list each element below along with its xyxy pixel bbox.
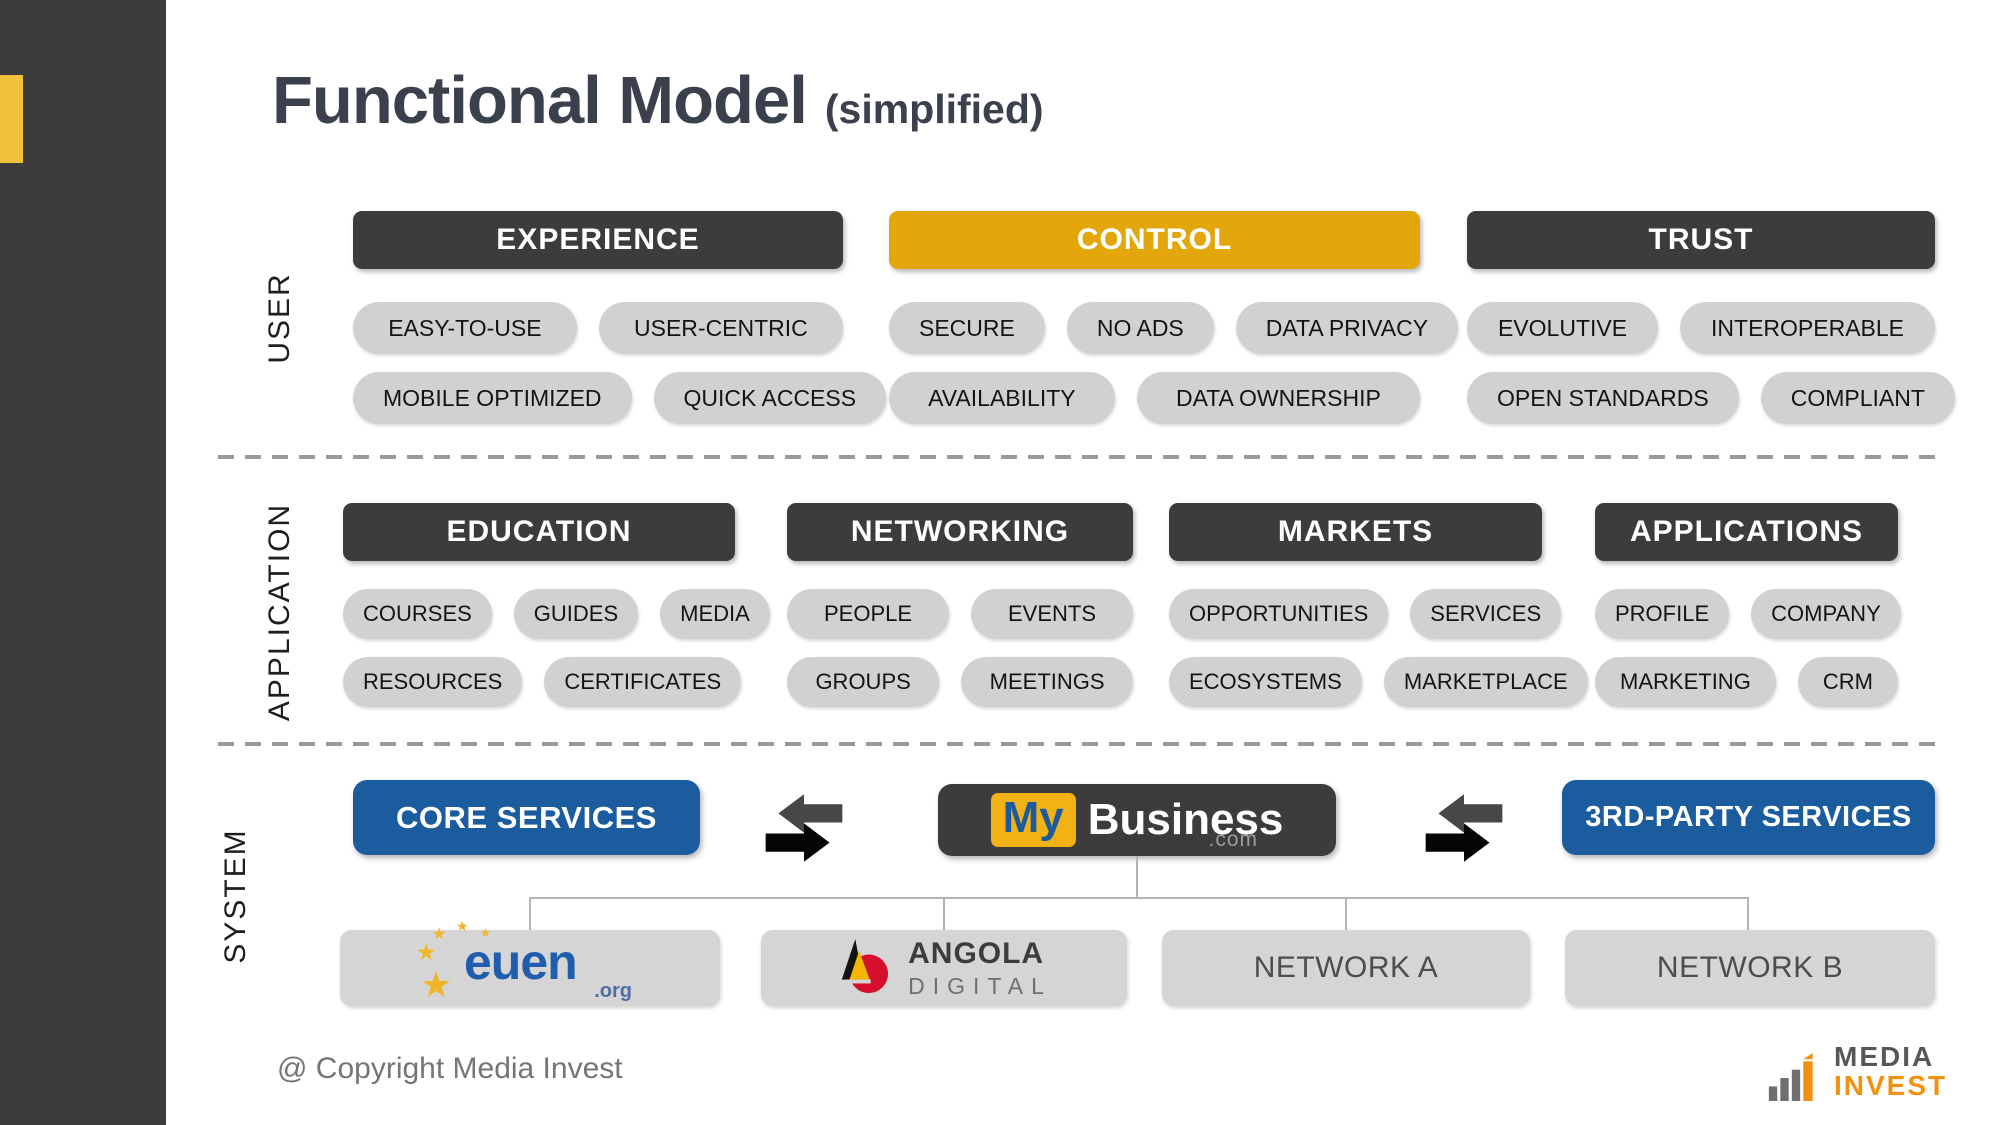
layer-label-user: USER — [263, 272, 296, 364]
pill: USER-CENTRIC — [598, 302, 844, 354]
pill: COMPLIANT — [1760, 372, 1955, 424]
pill: AVAILABILITY — [889, 372, 1115, 424]
euen-star-icon: ★ — [432, 926, 447, 943]
applications-pills: PROFILE COMPANY MARKETING CRM — [1595, 589, 1901, 707]
core-services-box: CORE SERVICES — [353, 780, 700, 855]
pill: EASY-TO-USE — [353, 302, 577, 354]
mybusiness-name: Business — [1087, 795, 1284, 844]
networking-pills: PEOPLE EVENTS GROUPS MEETINGS — [787, 589, 1134, 707]
sync-arrows-icon — [765, 794, 843, 862]
pill: MOBILE OPTIMIZED — [353, 372, 632, 424]
partner-box-network-b: NETWORK B — [1565, 930, 1935, 1006]
pill: PEOPLE — [787, 589, 950, 639]
pill: NO ADS — [1066, 302, 1214, 354]
pill: CRM — [1797, 657, 1898, 707]
euen-name: euen — [464, 934, 578, 990]
euen-logo: ★ ★ ★ ★ ★ euen .org — [416, 919, 638, 1005]
pill: EVENTS — [971, 589, 1134, 639]
angola-text: ANGOLA DIGITAL — [908, 937, 1052, 1000]
pill: ECOSYSTEMS — [1169, 657, 1362, 707]
third-party-services-box: 3RD-PARTY SERVICES — [1562, 780, 1935, 855]
copyright-text: @ Copyright Media Invest — [277, 1052, 623, 1085]
mybusiness-logo: My Business .com — [938, 784, 1336, 856]
control-pills: SECURE NO ADS DATA PRIVACY AVAILABILITY … — [889, 302, 1459, 424]
trust-pills: EVOLUTIVE INTEROPERABLE OPEN STANDARDS C… — [1467, 302, 1955, 424]
euen-tld: .org — [594, 980, 632, 1002]
connector-line — [529, 897, 531, 930]
brand-line1: MEDIA — [1834, 1041, 1935, 1072]
pill: SERVICES — [1410, 589, 1562, 639]
angola-line1: ANGOLA — [908, 936, 1045, 970]
network-a-label: NETWORK A — [1253, 951, 1439, 984]
connector-line — [530, 897, 1749, 899]
layer-label-system: SYSTEM — [219, 828, 252, 964]
layer-label-application: APPLICATION — [263, 502, 296, 722]
header-markets: MARKETS — [1169, 503, 1542, 561]
header-education: EDUCATION — [343, 503, 735, 561]
angola-line2: DIGITAL — [908, 972, 1052, 999]
euen-star-icon: ★ — [480, 926, 491, 940]
pill: CERTIFICATES — [544, 657, 742, 707]
page-title: Functional Model (simplified) — [272, 62, 1044, 139]
dashed-divider — [218, 455, 1942, 459]
angola-digital-logo-icon — [841, 939, 889, 994]
pill: PROFILE — [1595, 589, 1730, 639]
pill: GROUPS — [787, 657, 940, 707]
pill: EVOLUTIVE — [1467, 302, 1659, 354]
pill: MARKETING — [1595, 657, 1776, 707]
pill: MEDIA — [660, 589, 770, 639]
mybusiness-badge: My — [990, 793, 1076, 847]
partner-box-network-a: NETWORK A — [1162, 930, 1530, 1006]
sidebar — [0, 0, 166, 1125]
pill: INTEROPERABLE — [1680, 302, 1936, 354]
pill: GUIDES — [513, 589, 639, 639]
connector-line — [1345, 897, 1347, 930]
pill: SECURE — [889, 302, 1045, 354]
title-suffix: (simplified) — [824, 86, 1044, 132]
header-networking: NETWORKING — [787, 503, 1133, 561]
connector-line — [943, 897, 945, 930]
pill: MARKETPLACE — [1383, 657, 1588, 707]
euen-star-icon: ★ — [416, 939, 437, 965]
pill: MEETINGS — [961, 657, 1134, 707]
pill: RESOURCES — [343, 657, 523, 707]
experience-pills: EASY-TO-USE USER-CENTRIC MOBILE OPTIMIZE… — [353, 302, 887, 424]
header-applications: APPLICATIONS — [1595, 503, 1898, 561]
pill: COMPANY — [1751, 589, 1901, 639]
euen-star-icon: ★ — [456, 918, 469, 934]
mybusiness-tld: .com — [1208, 828, 1258, 851]
dashed-divider — [218, 742, 1942, 746]
title-main: Functional Model — [272, 63, 808, 138]
pill: OPPORTUNITIES — [1169, 589, 1389, 639]
connector-line — [1747, 897, 1749, 930]
pill: QUICK ACCESS — [653, 372, 887, 424]
sidebar-accent-bar — [0, 75, 23, 163]
euen-star-icon: ★ — [420, 964, 453, 1005]
partner-box-angola: ANGOLA DIGITAL — [761, 930, 1127, 1006]
brand-line2: INVEST — [1834, 1070, 1948, 1102]
header-experience: EXPERIENCE — [353, 211, 843, 269]
network-b-label: NETWORK B — [1656, 951, 1844, 984]
connector-line — [1136, 856, 1138, 898]
media-invest-logo: MEDIA INVEST — [1768, 1042, 1947, 1101]
pill: DATA PRIVACY — [1235, 302, 1459, 354]
bar-chart-logo-icon — [1768, 1052, 1813, 1101]
pill: COURSES — [343, 589, 492, 639]
header-trust: TRUST — [1467, 211, 1935, 269]
pill: OPEN STANDARDS — [1467, 372, 1739, 424]
pill: DATA OWNERSHIP — [1136, 372, 1421, 424]
education-pills: COURSES GUIDES MEDIA RESOURCES CERTIFICA… — [343, 589, 770, 707]
media-invest-text: MEDIA INVEST — [1834, 1042, 1947, 1101]
sync-arrows-icon — [1425, 794, 1503, 862]
header-control: CONTROL — [889, 211, 1420, 269]
markets-pills: OPPORTUNITIES SERVICES ECOSYSTEMS MARKET… — [1169, 589, 1588, 707]
angola-digital-logo: ANGOLA DIGITAL — [836, 937, 1052, 1000]
partner-box-euen: ★ ★ ★ ★ ★ euen .org — [340, 919, 720, 1006]
